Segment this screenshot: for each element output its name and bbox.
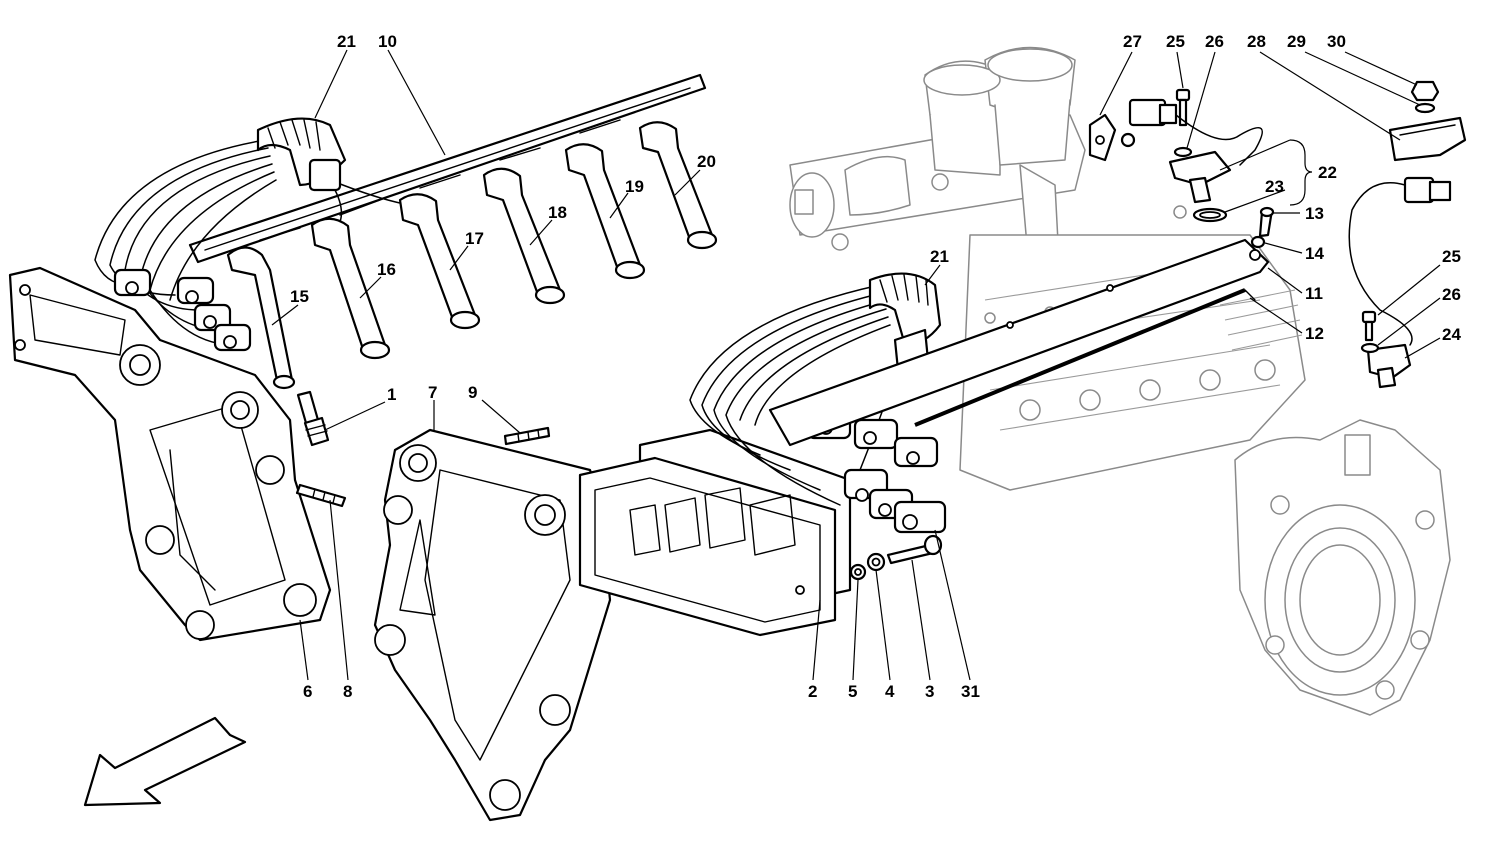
transmission-housing-ghost <box>1234 419 1451 716</box>
callout-28: 28 <box>1247 32 1266 51</box>
callout-15: 15 <box>290 287 309 306</box>
seal-12[interactable] <box>914 288 1256 427</box>
plug-connector-19[interactable] <box>564 143 646 280</box>
callout-21-right: 21 <box>930 247 949 266</box>
bracket-27[interactable] <box>1088 113 1136 162</box>
screw-25-bottom[interactable] <box>1361 310 1377 342</box>
screw-13[interactable] <box>1258 206 1275 238</box>
callout-23: 23 <box>1265 177 1284 196</box>
callout-31: 31 <box>961 682 980 701</box>
callout-26-top: 26 <box>1205 32 1224 51</box>
stud-9[interactable] <box>503 426 551 446</box>
spark-plug-1[interactable] <box>296 390 330 447</box>
callout-10: 10 <box>378 32 397 51</box>
plug-connector-16[interactable] <box>310 217 391 360</box>
ignition-module-2[interactable] <box>578 428 852 637</box>
callout-21-left: 21 <box>337 32 356 51</box>
callout-8: 8 <box>343 682 352 701</box>
screw-3[interactable] <box>886 534 943 565</box>
cover-strip-11[interactable] <box>768 238 1270 447</box>
nut-30[interactable] <box>1410 80 1440 102</box>
washer-4[interactable] <box>866 552 886 572</box>
ignition-wires-left <box>94 139 411 346</box>
callout-26-bottom: 26 <box>1442 285 1461 304</box>
callout-labels: 21 10 20 19 18 17 16 15 1 7 9 6 8 2 5 4 … <box>290 32 1461 701</box>
callout-18: 18 <box>548 203 567 222</box>
ignition-wires-center <box>689 284 901 506</box>
callout-29: 29 <box>1287 32 1306 51</box>
callout-20: 20 <box>697 152 716 171</box>
washer-29[interactable] <box>1414 102 1436 114</box>
callout-5: 5 <box>848 682 857 701</box>
plug-connector-17[interactable] <box>398 193 481 330</box>
plug-connector-20[interactable] <box>638 121 718 250</box>
wire-terminals-left <box>113 268 252 352</box>
harness-cover-10[interactable] <box>188 73 707 264</box>
callout-4: 4 <box>885 682 895 701</box>
plug-connector-15[interactable] <box>226 246 296 390</box>
oring-23[interactable] <box>1192 207 1228 223</box>
bracket-7[interactable] <box>373 428 612 822</box>
callout-17: 17 <box>465 229 484 248</box>
callout-19: 19 <box>625 177 644 196</box>
bracket-28[interactable] <box>1388 116 1467 162</box>
callout-12: 12 <box>1305 324 1324 343</box>
callout-13: 13 <box>1305 204 1324 223</box>
bracket-6[interactable] <box>8 266 332 642</box>
washer-26-top[interactable] <box>1173 146 1193 158</box>
leader-lines <box>271 49 1441 681</box>
camshaft-sensor-22[interactable] <box>1168 114 1264 204</box>
callout-25-bottom: 25 <box>1442 247 1461 266</box>
washer-5[interactable] <box>849 563 867 581</box>
callout-1: 1 <box>387 385 396 404</box>
callout-3: 3 <box>925 682 934 701</box>
callout-6: 6 <box>303 682 312 701</box>
callout-24: 24 <box>1442 325 1461 344</box>
callout-25-top: 25 <box>1166 32 1185 51</box>
front-direction-arrow-icon <box>83 716 247 807</box>
plug-connector-18[interactable] <box>482 167 566 305</box>
callout-27: 27 <box>1123 32 1142 51</box>
callout-9: 9 <box>468 383 477 402</box>
stud-8[interactable] <box>295 483 347 508</box>
callout-2: 2 <box>808 682 817 701</box>
callout-30: 30 <box>1327 32 1346 51</box>
callout-22: 22 <box>1318 163 1337 182</box>
callout-14: 14 <box>1305 244 1324 263</box>
washer-14[interactable] <box>1250 235 1266 249</box>
grommet-21-left[interactable] <box>256 117 347 192</box>
connector-plug[interactable] <box>1128 98 1178 127</box>
callout-7: 7 <box>428 383 437 402</box>
washer-26-bottom[interactable] <box>1360 342 1380 354</box>
crank-sensor-24[interactable] <box>1348 176 1452 389</box>
callout-11: 11 <box>1305 284 1323 303</box>
callout-16: 16 <box>377 260 396 279</box>
